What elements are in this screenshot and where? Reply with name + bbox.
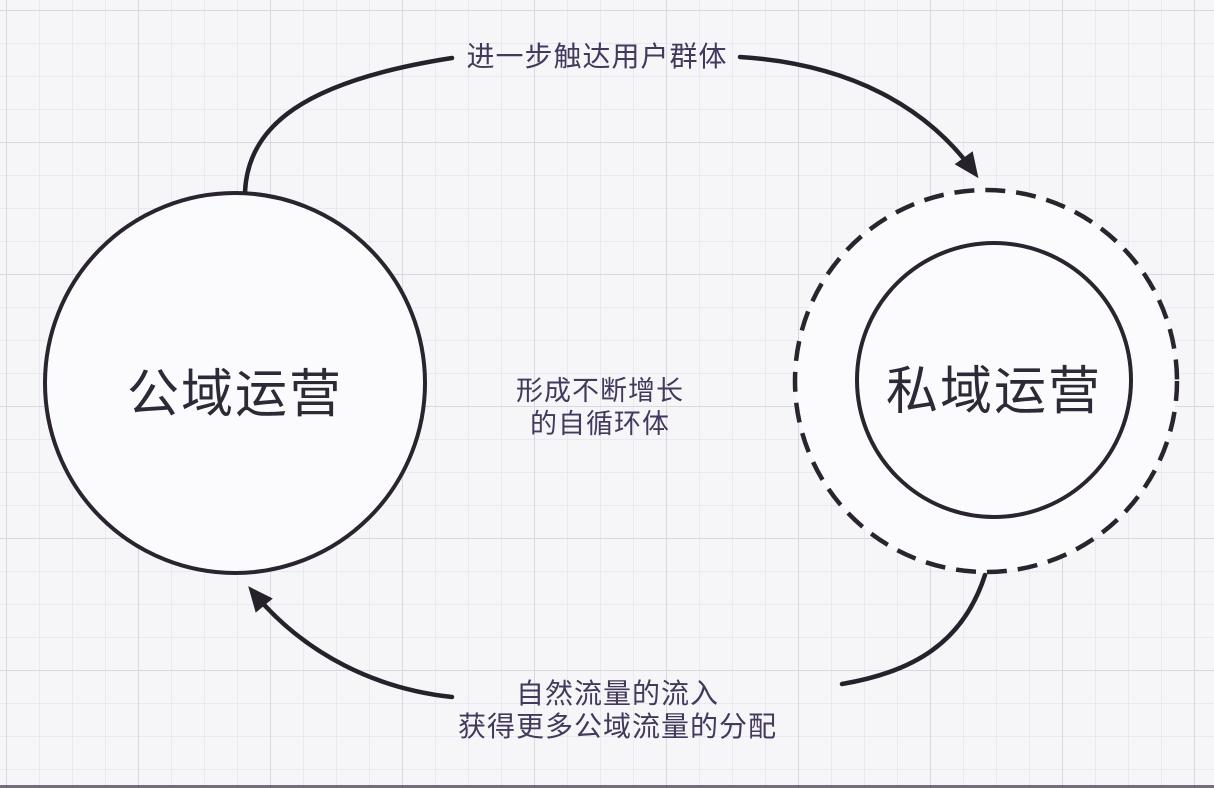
public-domain-label: 公域运营	[126, 366, 343, 424]
top-arrow-label: 进一步触达用户群体	[466, 41, 728, 72]
public-domain-circle	[43, 191, 427, 575]
bottom-arrow-label: 自然流量的流入 获得更多公域流量的分配	[440, 677, 795, 743]
top-arrow-right-segment	[737, 54, 979, 179]
bottom-arrow-label-line2: 获得更多公域流量的分配	[457, 711, 777, 742]
private-domain-inner-circle	[855, 241, 1133, 519]
top-arrow-left-segment	[242, 55, 455, 195]
bottom-arrow-right-segment	[839, 572, 988, 687]
bottom-arrow-left-segment	[248, 586, 455, 700]
private-domain-label: 私域运营	[885, 363, 1102, 421]
center-note-line1: 形成不断增长	[516, 376, 684, 406]
center-note: 形成不断增长 的自循环体	[460, 375, 740, 441]
center-note-line2: 的自循环体	[530, 409, 670, 439]
bottom-arrow-label-line1: 自然流量的流入	[515, 678, 719, 709]
